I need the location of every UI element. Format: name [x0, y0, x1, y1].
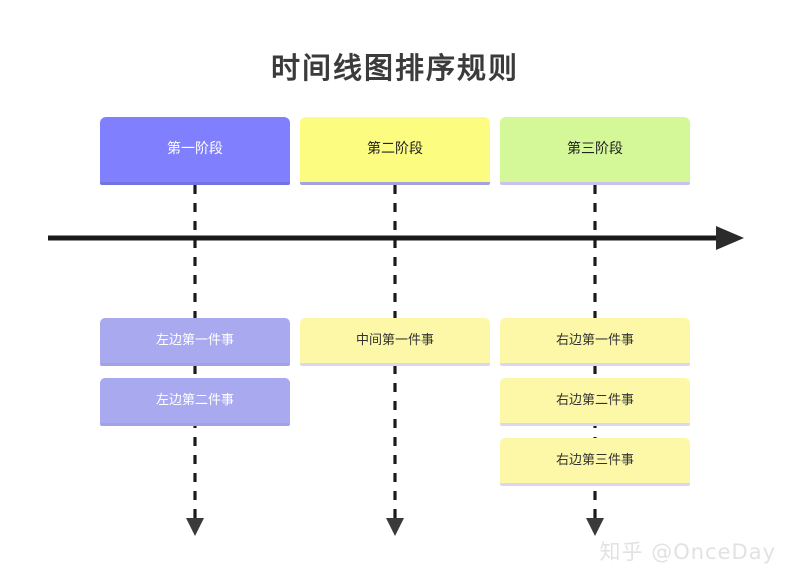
right-item-2-label: 右边第二件事	[555, 392, 634, 408]
phase-box-3-label: 第三阶段	[567, 141, 623, 158]
left-item-1[interactable]: 左边第一件事	[100, 318, 290, 366]
right-item-3[interactable]: 右边第三件事	[500, 438, 690, 486]
phase-box-2-label: 第二阶段	[367, 141, 423, 158]
phase-box-1[interactable]: 第一阶段	[100, 117, 290, 185]
left-item-1-label: 左边第一件事	[155, 332, 234, 348]
page-title: 时间线图排序规则	[270, 51, 519, 85]
phase-box-3[interactable]: 第三阶段	[500, 117, 690, 185]
middle-item-1[interactable]: 中间第一件事	[300, 318, 490, 366]
right-item-3-label: 右边第三件事	[555, 452, 634, 468]
right-item-1-label: 右边第一件事	[555, 332, 634, 348]
right-item-2[interactable]: 右边第二件事	[500, 378, 690, 426]
watermark: 知乎 @OnceDay	[599, 540, 776, 564]
left-item-2[interactable]: 左边第二件事	[100, 378, 290, 426]
phase-box-1-label: 第一阶段	[167, 141, 223, 158]
left-item-2-label: 左边第二件事	[155, 392, 234, 408]
timeline-arrow	[48, 226, 744, 250]
right-item-1[interactable]: 右边第一件事	[500, 318, 690, 366]
phase-box-2[interactable]: 第二阶段	[300, 117, 490, 185]
middle-item-1-label: 中间第一件事	[355, 332, 434, 348]
